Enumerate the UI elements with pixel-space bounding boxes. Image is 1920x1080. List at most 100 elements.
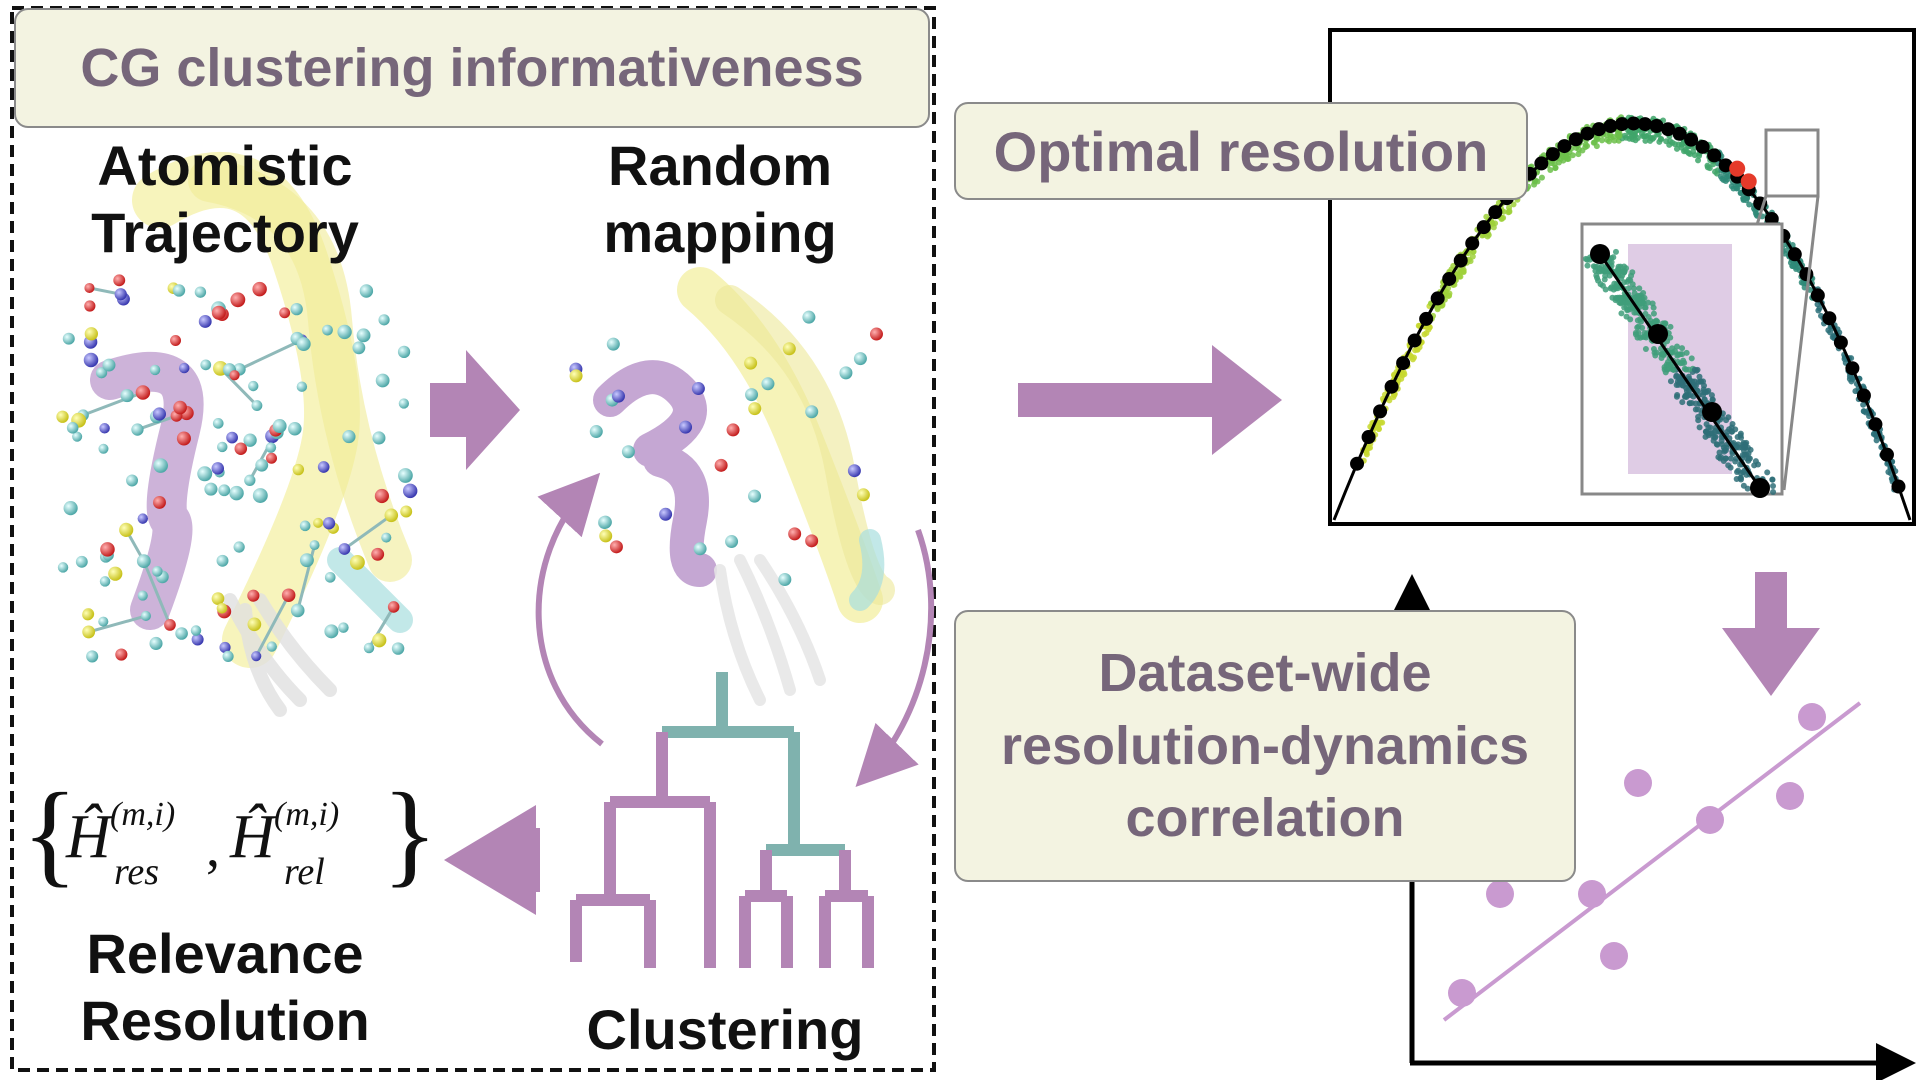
inset-scatter-point [1769,476,1776,483]
atom-bead [281,588,296,602]
inset-scatter-point [1694,366,1701,373]
optimal-resolution-text: Optimal resolution [993,119,1489,183]
inset-scatter-point [1663,361,1670,368]
atom-bead [86,650,99,663]
plot-scatter-point [1724,176,1731,183]
curved-arrow-down [855,528,935,787]
atom-bead [400,505,413,518]
cg-bead [805,534,819,548]
plot-scatter-point [1678,144,1685,151]
cg-bead [748,489,762,503]
inset-scatter-point [1626,300,1633,307]
h-res-symbol: Ĥ [66,803,111,871]
plot-scatter-point [1398,375,1405,382]
inset-scatter-point [1752,458,1759,465]
inset-scatter-point [1674,343,1681,350]
atom-bead [372,633,387,648]
atom-bead [152,407,166,421]
atom-bead [114,288,127,301]
h-res-subscript: res [114,851,160,893]
resolution-plot-curve [1332,116,1912,521]
plot-scatter-point [1425,326,1432,333]
plot-scatter-point [1642,137,1649,144]
inset-scatter-point [1662,369,1669,376]
plot-curve-point [1661,122,1676,137]
plot-curve-point [1764,211,1779,226]
plot-curve-point [1545,147,1560,162]
resolution-label: Resolution [80,989,370,1053]
plot-scatter-point [1538,174,1545,181]
atom-bead [194,286,207,298]
plot-curve-point [1580,126,1595,141]
plot-scatter-point [1575,151,1582,158]
cg-bead [598,515,612,529]
inset-scatter-point [1683,349,1690,356]
atom-bead [233,541,245,553]
cg-bead [621,445,635,459]
atom-bead [222,650,234,662]
atom-bead [170,335,182,347]
inset-curve-point [1590,244,1610,264]
inset-scatter-point [1685,366,1692,373]
atom-bead [248,380,259,392]
atom-bead [349,554,365,570]
inset-scatter-point [1624,306,1631,313]
atom-bead [247,589,260,602]
atom-bead [82,625,96,639]
plot-scatter-point [1469,253,1476,260]
atom-bead [374,488,389,504]
atomistic-protein-illustration [56,152,418,717]
plot-curve-point [1557,139,1572,154]
inset-scatter-point [1698,378,1705,385]
plot-scatter-point [1460,267,1467,274]
correlation-point [1624,769,1652,797]
atom-bead [279,307,291,319]
plot-scatter-point [1673,145,1680,152]
plot-curve-point [1396,356,1411,371]
cg-bead [691,382,705,396]
inset-scatter-point [1677,360,1684,367]
atom-bead [136,554,151,569]
atom-bead [219,641,231,654]
random-mapping-label-line2: mapping [603,201,837,265]
cg-bead [725,535,739,549]
atom-bead [83,352,99,368]
atom-bead [216,602,228,614]
plot-curve-point [1430,291,1445,306]
atom-bead [66,422,79,434]
curved-arrow-up [535,472,604,747]
inset-scatter-point [1710,433,1717,440]
inset-scatter-point [1743,455,1750,462]
plot-scatter-point [1746,201,1753,208]
plot-curve-point [1591,122,1606,137]
inset-scatter-point [1636,285,1643,292]
plot-scatter-point [1434,304,1441,311]
inset-scatter-point [1645,313,1652,320]
inset-scatter-point [1705,424,1712,431]
atom-bead [398,468,413,483]
cg-protein-illustration [569,267,895,706]
plot-scatter-point [1654,131,1661,138]
inset-scatter-point [1692,406,1699,413]
atom-bead [99,576,111,587]
atom-bead [211,592,225,605]
arrow-atomistic-to-mapping [430,350,520,470]
zoom-inset-curve [1590,244,1770,498]
inset-scatter-point [1744,444,1751,451]
atom-bead [115,648,128,661]
atom-bead [173,400,187,415]
cg-bead [679,420,693,434]
cg-bead [569,369,583,383]
atom-bead [375,373,390,388]
plot-scatter-point [1593,136,1600,143]
cg-bead [589,425,603,439]
inset-curve-point [1648,324,1668,344]
plot-curve-point [1603,119,1618,134]
correlation-point [1578,880,1606,908]
inset-scatter-point [1727,455,1734,462]
inset-scatter-point [1701,396,1708,403]
correlation-point [1448,979,1476,1007]
atom-bead [391,642,405,655]
plot-curve-point [1350,456,1365,471]
inset-scatter-point [1716,449,1723,456]
